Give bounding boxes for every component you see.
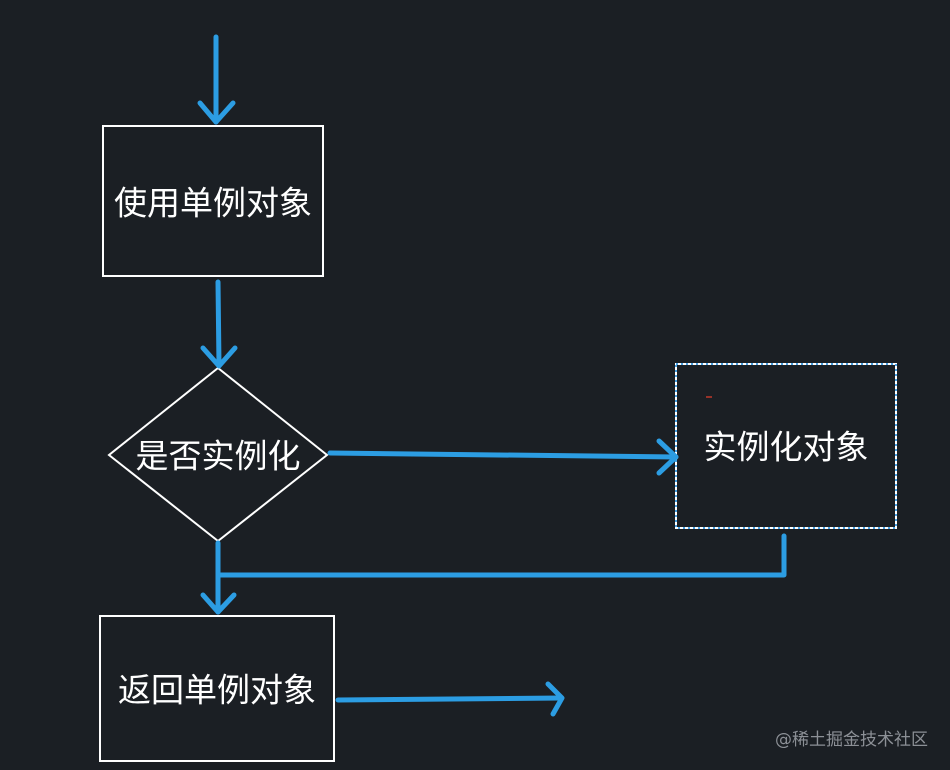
edge-decision-to-instantiate-arrowhead: [656, 438, 679, 476]
edge-entry-to-use-singleton: [197, 34, 236, 125]
node-instantiate-object-dotted-outline: [675, 363, 897, 529]
edge-decision-to-return: [200, 540, 237, 615]
node-return-singleton: 返回单例对象: [99, 615, 335, 762]
edge-use-singleton-to-decision: [200, 279, 238, 369]
edge-instantiate-return-line: [215, 533, 787, 578]
edge-exit-line: [335, 695, 564, 703]
node-instantiate-object-label: 实例化对象: [704, 428, 869, 467]
edge-entry-arrowhead: [197, 100, 236, 125]
edge-use-to-decision-arrowhead: [200, 345, 238, 369]
edge-decision-to-return-arrowhead: [200, 592, 237, 615]
watermark: @稀土掘金技术社区: [775, 730, 928, 750]
node-return-singleton-label: 返回单例对象: [118, 671, 316, 710]
node-is-instantiated: 是否实例化: [107, 366, 329, 543]
node-use-singleton-box: [102, 125, 324, 277]
node-instantiate-object: 实例化对象: [675, 363, 897, 529]
node-return-singleton-box: [99, 615, 335, 762]
edge-instantiate-to-return: [215, 533, 787, 578]
node-use-singleton-label: 使用单例对象: [114, 184, 312, 223]
edge-use-to-decision-line: [215, 279, 222, 368]
edge-return-to-exit: [335, 681, 565, 717]
edge-decision-to-instantiate-line: [327, 450, 679, 460]
node-use-singleton: 使用单例对象: [102, 125, 324, 277]
edge-exit-arrowhead: [545, 681, 565, 717]
node-is-instantiated-label: 是否实例化: [136, 437, 301, 476]
edge-decision-to-instantiate: [327, 438, 679, 476]
